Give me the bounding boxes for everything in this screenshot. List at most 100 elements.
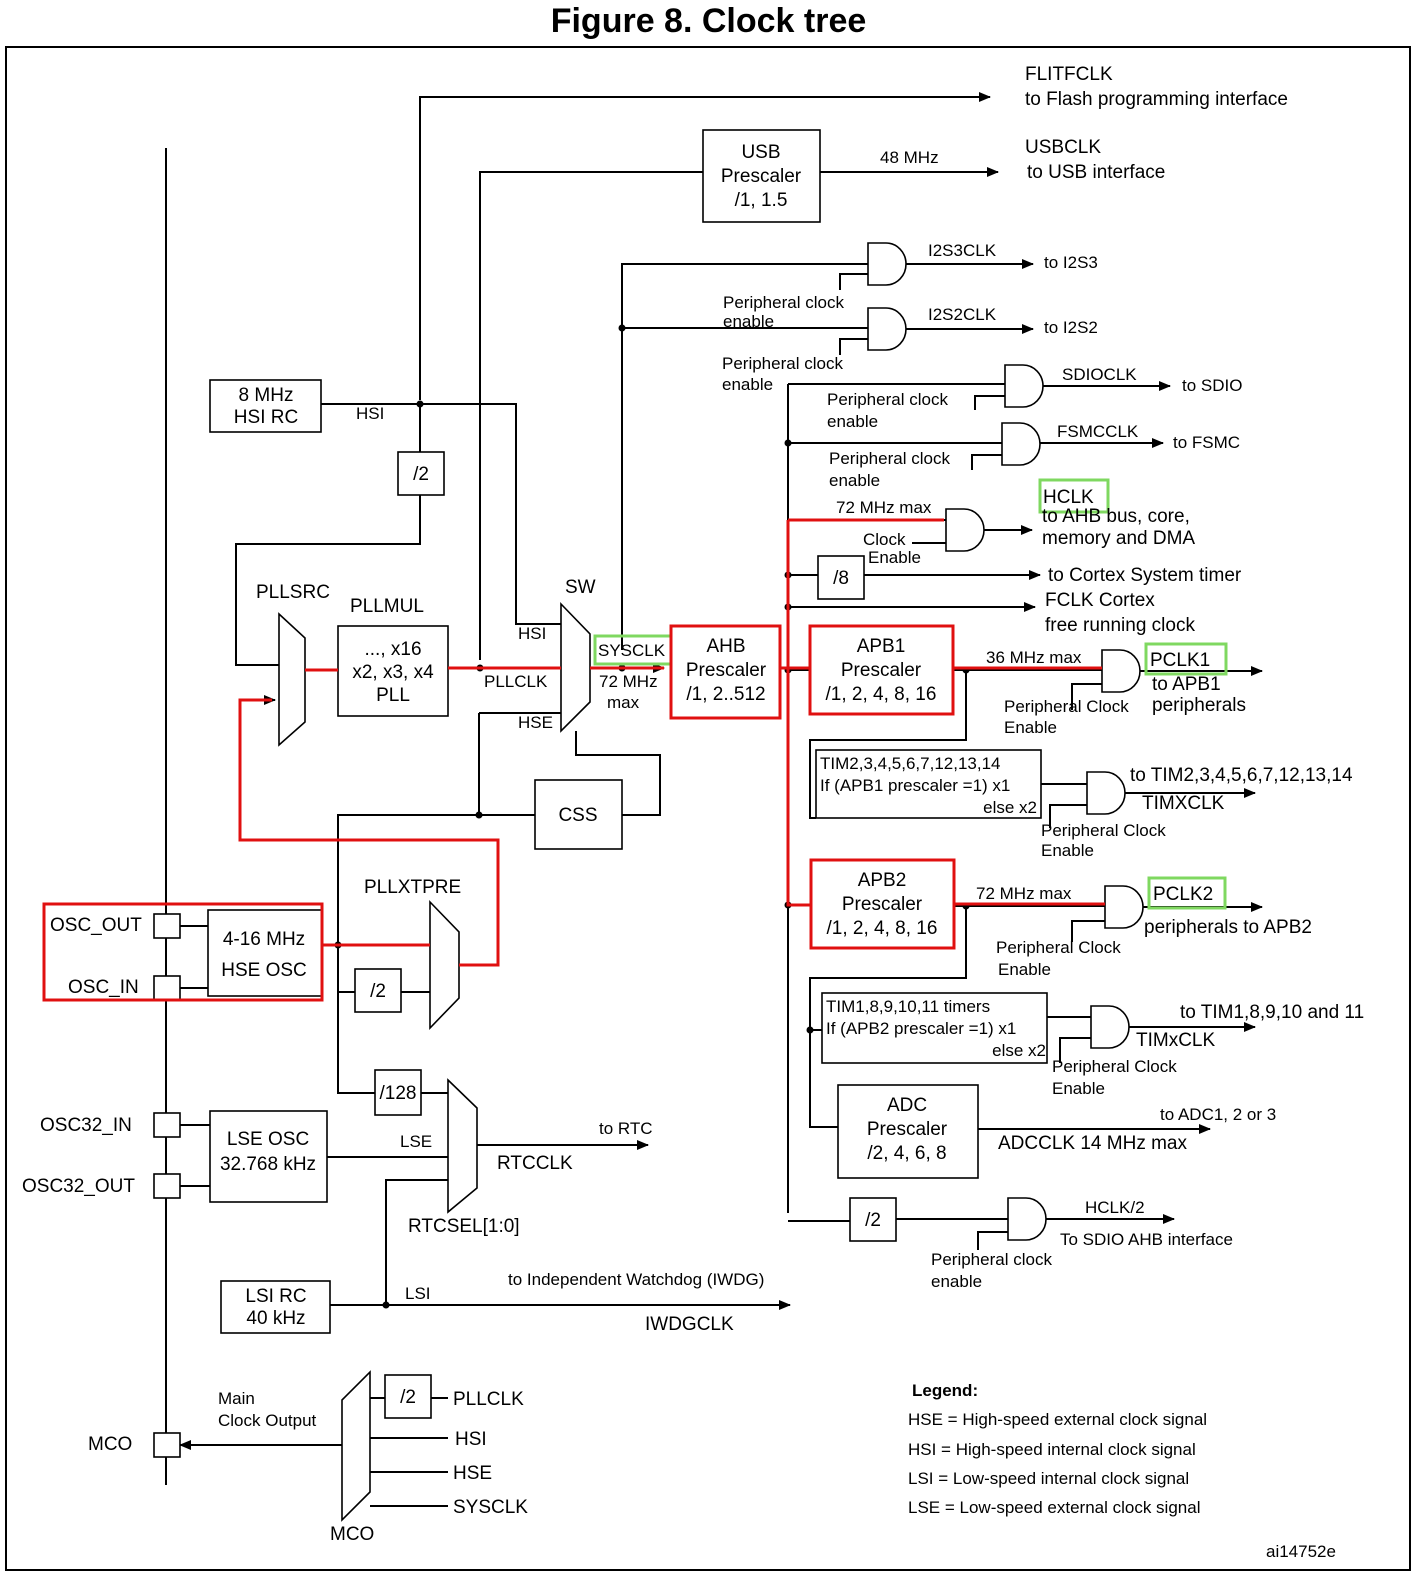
pce-label: Peripheral Clock [1041,821,1166,840]
css-feedback [575,731,661,816]
pclk2-highlight [1147,876,1227,910]
div2-mco-label: /2 [400,1387,416,1408]
hse-osc-box [207,909,323,997]
iwdg-desc: to Independent Watchdog (IWDG) [508,1270,764,1289]
pll-label: PLL [376,685,410,706]
hsi-div2-line [235,495,421,666]
usb-freq-label: 48 MHz [880,148,939,167]
lse-osc-label: LSE OSC [227,1129,309,1150]
pllsrc-mux [278,612,306,747]
lse-osc-box [209,1110,328,1203]
pce-label: Peripheral clock [829,449,950,468]
mco-pin [153,1432,181,1458]
adc-ratio: /2, 4, 6, 8 [867,1143,946,1164]
hsi-rc-box [209,379,322,433]
fclk-desc: free running clock [1045,615,1195,636]
fclk-label: FCLK Cortex [1045,590,1155,611]
osc-out-pin [153,913,181,939]
mco-input-pllclk: PLLCLK [453,1389,524,1410]
pce-label: Peripheral Clock [1004,697,1129,716]
timxclk2-label: TIMxCLK [1136,1030,1216,1051]
rtcclk-label: RTCCLK [497,1153,573,1174]
sysclk-max-label: max [607,693,640,712]
pll-label: x2, x3, x4 [352,662,434,683]
sysclk-max-label: 72 MHz [599,672,658,691]
usb-prescaler-label: Prescaler [721,166,802,187]
tim-apb1-box [815,749,1042,819]
pce-enable-label: enable [827,412,878,431]
to-i2s2-label: to I2S2 [1044,318,1098,337]
tim-apb2-feed [809,906,967,1128]
div2-sdio-box [849,1197,897,1242]
hclk-desc: memory and DMA [1042,528,1195,549]
mco-input-sysclk: SYSCLK [453,1497,528,1518]
ahb-prescaler-box [670,625,781,719]
page-title: Figure 8. Clock tree [550,2,867,40]
fsmc-and-gate [1001,422,1041,466]
usb-prescaler-label: USB [741,142,780,163]
pll-box [337,625,449,717]
tim-apb2-cond: else x2 [992,1041,1046,1060]
hsi-rc-label: 8 MHz [239,385,294,406]
to-i2s3-label: to I2S3 [1044,253,1098,272]
legend-title: Legend: [912,1381,978,1400]
pclk1-label: PCLK1 [1150,650,1210,671]
tim-apb1-cond: else x2 [983,798,1037,817]
sw-mux [560,602,591,733]
legend-item: LSI = Low-speed internal clock signal [908,1469,1189,1488]
diagram-frame [5,46,1411,1571]
mco-input-hsi: HSI [455,1429,487,1450]
legend-item: LSE = Low-speed external clock signal [908,1498,1200,1517]
apb2-ratio: /1, 2, 4, 8, 16 [827,918,938,939]
pce-label: Peripheral clock [931,1250,1052,1269]
ahb-label: Prescaler [686,660,767,681]
div128-label: /128 [380,1083,417,1104]
pll-label: ..., x16 [364,639,421,660]
timxclk-label: TIMXCLK [1142,793,1225,814]
usb-prescaler-box [702,129,821,223]
tim-apb1-out-label: to TIM2,3,4,5,6,7,12,13,14 [1130,765,1353,786]
usbclk-label: USBCLK [1025,137,1101,158]
mco-mux-label: MCO [330,1524,374,1545]
usb-in-line [479,171,703,660]
legend-item: HSI = High-speed internal clock signal [908,1440,1196,1459]
hsi-line [321,403,561,625]
hclk-and-gate [945,508,985,552]
hclk-label: HCLK [1043,487,1094,508]
pce-enable-label: enable [722,375,773,394]
sdio-ahb-and-gate [1007,1197,1047,1241]
pce-enable-label: enable [931,1272,982,1291]
tim-apb1-cond: If (APB1 prescaler =1) x1 [820,776,1010,795]
osc32-out-label: OSC32_OUT [22,1176,135,1197]
doc-id-label: ai14752e [1266,1542,1336,1561]
i2s2-and-gate [867,307,907,351]
ahb-ratio: /1, 2..512 [686,684,765,705]
apb2-label: APB2 [858,870,907,891]
div2-hse-box [354,968,402,1013]
osc32-in-label: OSC32_IN [40,1115,132,1136]
legend-item: HSE = High-speed external clock signal [908,1410,1207,1429]
pce-enable-label: Enable [998,960,1051,979]
pce-enable-label: Enable [1041,841,1094,860]
hclk-max-label: 72 MHz max [836,498,932,517]
fsmcclk-label: FSMCCLK [1057,422,1139,441]
i2s3clk-label: I2S3CLK [928,241,997,260]
apb1-max-label: 36 MHz max [986,648,1082,667]
pllxtpre-label: PLLXTPRE [364,877,461,898]
i2s3-line [621,263,868,650]
i2s3-enable-line [839,273,868,290]
clock-enable-label: Enable [868,548,921,567]
sw-label: SW [565,577,596,598]
pclk1-and-gate [1101,649,1141,693]
pce-label: Peripheral clock [723,293,844,312]
ahb-label: AHB [706,636,745,657]
to-rtc-label: to RTC [599,1119,653,1138]
hclk-desc: to AHB bus, core, [1042,506,1190,527]
pce-enable-label: Enable [1052,1079,1105,1098]
hse-bus [337,814,535,1094]
cortex-timer-label: to Cortex System timer [1048,565,1242,586]
apb1-label: Prescaler [841,660,922,681]
tim-apb2-out-label: to TIM1,8,9,10 and 11 [1180,1002,1364,1023]
div2-mco-box [384,1374,432,1419]
